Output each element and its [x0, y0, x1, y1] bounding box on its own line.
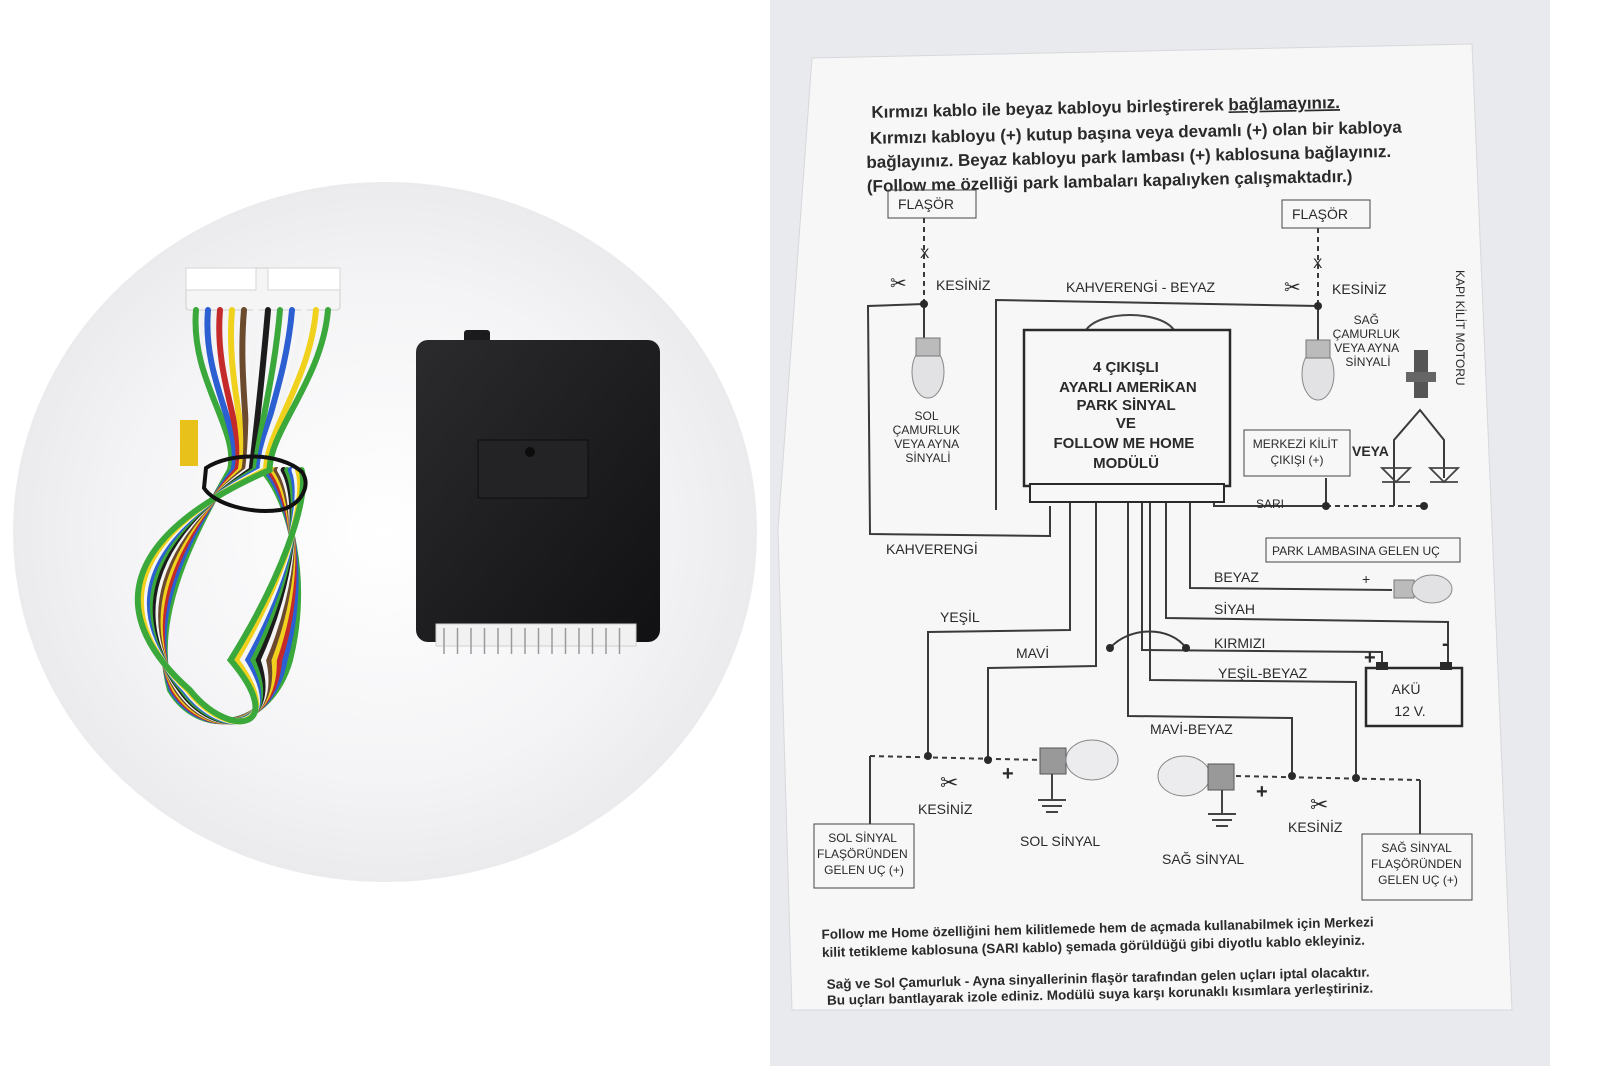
label-sag-sinyal: SAĞ SİNYAL — [1162, 850, 1244, 867]
module-connector — [435, 623, 637, 647]
harness-connector — [185, 267, 341, 311]
label-sag-camurluk: SAĞ ÇAMURLUK VEYA AYNA SİNYALİ — [1333, 312, 1404, 369]
label-veya: VEYA — [1352, 443, 1389, 459]
kesiniz-left-top: KESİNİZ — [936, 276, 991, 293]
kesiniz-left-bottom: KESİNİZ — [918, 800, 973, 817]
label-siyah: SİYAH — [1214, 600, 1255, 617]
label-mavi-beyaz: MAVİ-BEYAZ — [1150, 720, 1233, 737]
module-line-3: PARK SİNYAL — [1076, 397, 1175, 414]
label-beyaz: BEYAZ — [1214, 569, 1259, 585]
label-sol-sinyal: SOL SİNYAL — [1020, 832, 1100, 849]
label-mavi: MAVİ — [1016, 644, 1049, 661]
kesiniz-right-bottom: KESİNİZ — [1288, 818, 1343, 835]
park-lamp-bulb-icon — [1393, 574, 1453, 604]
central-lock-output-box: MERKEZİ KİLİT ÇIKIŞI (+) — [1243, 429, 1351, 477]
paper-sheet — [777, 43, 1513, 1011]
cable-tie — [201, 454, 308, 513]
left-signal-bulb-icon — [1038, 739, 1119, 813]
wiring-lines — [866, 218, 1449, 834]
svg-text:AKÜ 12 V.: AKÜ 12 V. — [1392, 680, 1426, 719]
scissors-icon: ✂ — [1310, 792, 1328, 817]
diode-icons — [1379, 467, 1461, 484]
park-lamp-box: PARK LAMBASINA GELEN UÇ — [1265, 537, 1461, 563]
svg-text:SAĞ SİNYAL FLAŞÖRÜNDEN: SAĞ SİNYAL FLAŞÖRÜNDEN GELEN UÇ (+) — [1371, 840, 1465, 887]
battery-label: AKÜ — [1392, 680, 1421, 697]
cut-mark-left: X — [920, 245, 930, 261]
svg-text:4 ÇIKIŞLI AYARLI AMERİK: 4 ÇIKIŞLI AYARLI AMERİKAN PARK SİNYAL VE… — [1054, 359, 1201, 472]
right-flasor-input-box: SAĞ SİNYAL FLAŞÖRÜNDEN GELEN UÇ (+) — [1361, 833, 1473, 901]
right-flasor-box: FLAŞÖR — [1281, 199, 1371, 229]
yellow-label — [180, 420, 198, 466]
wire — [134, 307, 331, 725]
svg-text:MERKEZİ KİLİT ÇIKIŞI (+: MERKEZİ KİLİT ÇIKIŞI (+) — [1253, 437, 1341, 467]
right-signal-bulb-icon — [1157, 755, 1236, 827]
label-yesil-beyaz: YEŞİL-BEYAZ — [1218, 664, 1308, 681]
plus-right-signal: + — [1256, 781, 1268, 803]
right-fender-bulb-icon — [1301, 339, 1335, 401]
plus-park: + — [1362, 571, 1370, 587]
module-line-6: MODÜLÜ — [1093, 455, 1159, 472]
label-kahverengi-beyaz: KAHVERENGİ - BEYAZ — [1066, 278, 1216, 295]
svg-text:PARK LAMBASINA GELEN UÇ: PARK LAMBASINA GELEN UÇ — [1272, 544, 1440, 558]
junction-dots — [920, 300, 1428, 782]
left-flasor-input-box: SOL SİNYAL FLAŞÖRÜNDEN GELEN UÇ (+) — [813, 823, 915, 889]
svg-text:FLAŞÖR: FLAŞÖR — [1292, 205, 1348, 222]
battery-plus: + — [1364, 647, 1376, 669]
scissors-icon: ✂ — [1284, 277, 1301, 299]
module-line-2: AYARLI AMERİKAN — [1059, 379, 1197, 396]
battery-voltage: 12 V. — [1394, 703, 1425, 719]
module-box — [416, 330, 660, 654]
scissors-icon: ✂ — [890, 273, 907, 295]
svg-text:SOL SİNYAL FLAŞÖRÜNDEN: SOL SİNYAL FLAŞÖRÜNDEN GELEN UÇ (+) — [817, 831, 911, 877]
label-sari: SARI — [1256, 497, 1284, 511]
battery-icon: AKÜ 12 V. — [1364, 662, 1464, 728]
label-kapi-kilit-motoru: KAPI KİLİT MOTORU — [1453, 270, 1467, 386]
module-line-5: FOLLOW ME HOME — [1054, 435, 1195, 452]
plus-left-signal: + — [1002, 763, 1014, 785]
module-line-4: VE — [1116, 415, 1136, 432]
label-kahverengi: KAHVERENGİ — [886, 540, 978, 557]
module-box: 4 ÇIKIŞLI AYARLI AMERİKAN PARK SİNYAL VE… — [1022, 314, 1232, 503]
wire-bundle — [134, 307, 331, 725]
label-sol-camurluk: SOL ÇAMURLUK VEYA AYNA SİNYALİ — [893, 409, 964, 465]
door-lock-motor-icon — [1406, 350, 1436, 398]
header-line-1-underlined: bağlamayınız. — [1228, 93, 1340, 114]
svg-text:FLAŞÖR: FLAŞÖR — [898, 195, 954, 212]
left-flasor-box: FLAŞÖR — [887, 189, 977, 219]
scissors-icon: ✂ — [940, 770, 958, 795]
battery-minus: - — [1442, 633, 1449, 655]
kesiniz-right-top: KESİNİZ — [1332, 280, 1387, 297]
label-yesil: YEŞİL — [940, 608, 980, 625]
module-line-1: 4 ÇIKIŞLI — [1093, 359, 1159, 376]
product-photo — [0, 0, 770, 1066]
label-kirmizi: KIRMIZI — [1214, 635, 1265, 651]
left-fender-bulb-icon — [911, 337, 945, 399]
cut-mark-right: X — [1313, 255, 1323, 271]
